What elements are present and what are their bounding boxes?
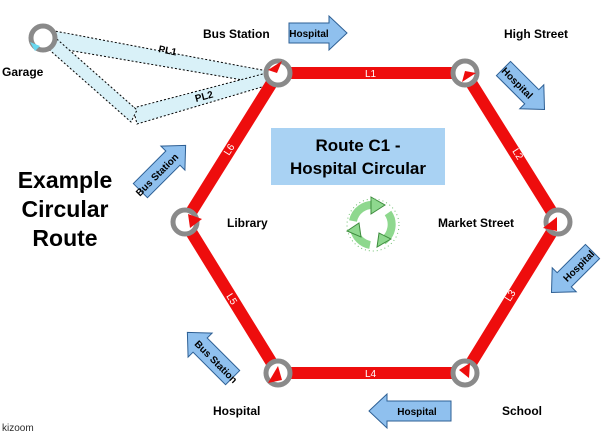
- direction-arrow-school: Hospital: [368, 392, 452, 430]
- svg-text:Hospital: Hospital: [397, 407, 437, 418]
- stop-label-library: Library: [227, 216, 268, 230]
- circular-route-icon: [345, 196, 400, 252]
- leg-label-l4: L4: [365, 369, 377, 380]
- stop-marker-library: [170, 207, 202, 237]
- brand-logo: kizoom: [2, 423, 34, 434]
- title-line-2: Circular: [22, 196, 109, 222]
- stop-marker-garage: [28, 23, 58, 53]
- stop-label-market-street: Market Street: [438, 216, 514, 230]
- route-box-line-1: Route C1 -: [316, 136, 401, 155]
- direction-arrow-library: Bus Station: [132, 144, 187, 199]
- stop-label-garage: Garage: [2, 65, 44, 79]
- stop-marker-high-street: [450, 58, 480, 88]
- stop-label-bus-station: Bus Station: [203, 27, 270, 41]
- stop-label-high-street: High Street: [504, 27, 568, 41]
- title-line-1: Example: [18, 167, 113, 193]
- direction-arrow-hospital: Bus Station: [186, 331, 241, 386]
- garage-links: PL1 PL2: [35, 28, 279, 125]
- direction-arrow-market-street: Hospital: [550, 243, 601, 294]
- stop-marker-market-street: [543, 207, 573, 237]
- stop-label-school: School: [502, 404, 542, 418]
- svg-text:Hospital: Hospital: [289, 29, 329, 40]
- stop-label-hospital: Hospital: [213, 404, 260, 418]
- title-line-3: Route: [32, 225, 97, 251]
- stops: Garage Bus Station High Street Market St…: [2, 23, 573, 418]
- direction-arrow-high-street: Hospital: [495, 60, 546, 111]
- stop-marker-hospital: [263, 358, 293, 388]
- pl1-label: PL1: [157, 44, 178, 58]
- stop-marker-bus-station: [263, 58, 293, 88]
- route-box: Route C1 - Hospital Circular: [271, 128, 445, 185]
- pl2-label: PL2: [194, 89, 215, 104]
- diagram-title: Example Circular Route: [18, 167, 113, 251]
- route-box-line-2: Hospital Circular: [290, 159, 426, 178]
- stop-marker-school: [450, 358, 480, 388]
- leg-label-l1: L1: [365, 69, 377, 80]
- direction-arrow-bus-station: Hospital: [288, 14, 348, 52]
